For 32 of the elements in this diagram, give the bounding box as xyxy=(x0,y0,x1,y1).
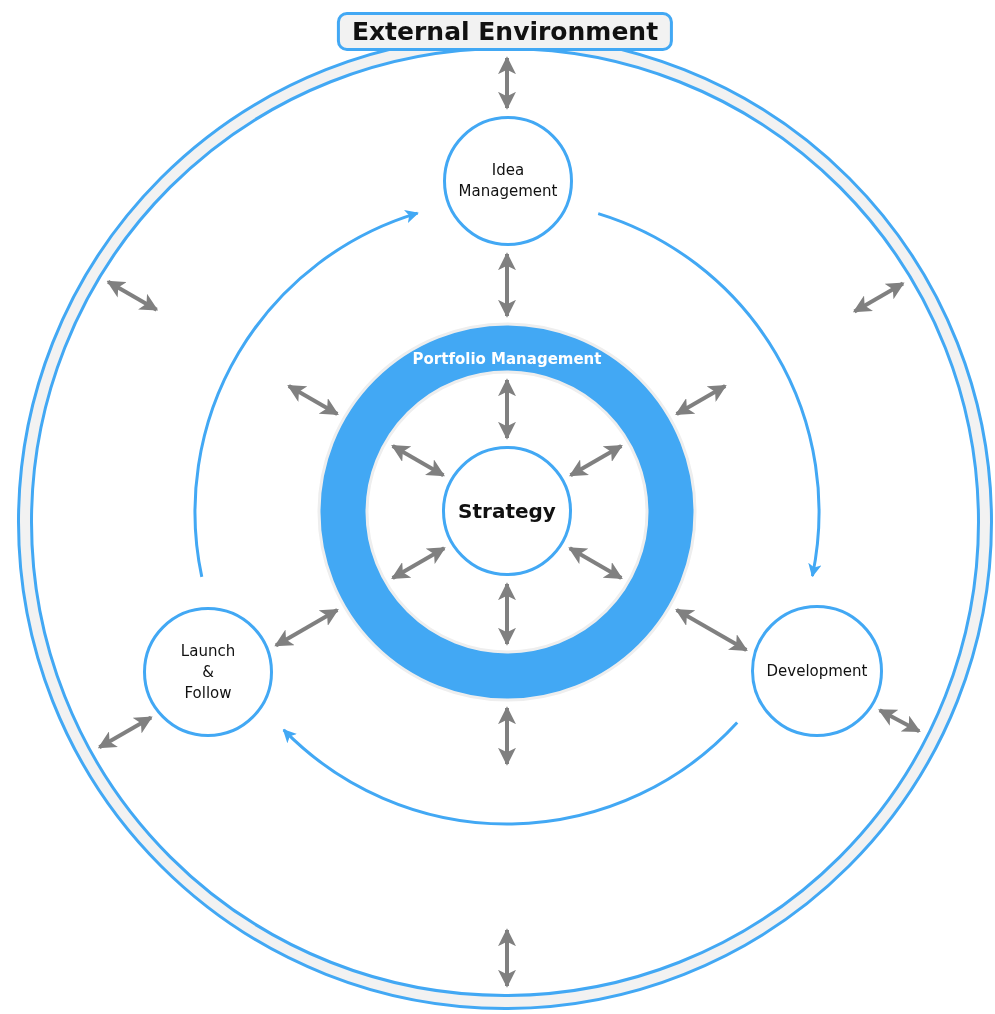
double-arrow xyxy=(498,706,516,766)
curved-arrow xyxy=(193,210,419,578)
ring-label: Portfolio Management xyxy=(412,350,602,368)
node-label: Idea Management xyxy=(457,160,559,202)
double-arrow xyxy=(498,928,516,988)
portfolio-ring xyxy=(319,324,695,700)
double-arrow xyxy=(498,252,516,318)
double-arrow xyxy=(569,444,623,478)
double-arrow xyxy=(106,279,159,312)
process-circle xyxy=(443,116,573,246)
curved-arrow xyxy=(597,212,821,578)
double-arrow xyxy=(675,608,748,652)
double-arrow xyxy=(878,708,921,733)
double-arrow xyxy=(568,546,623,580)
process-circle xyxy=(751,605,883,737)
process-circle xyxy=(143,607,273,737)
double-arrow xyxy=(675,384,727,416)
double-arrow xyxy=(97,715,153,750)
double-arrow xyxy=(852,281,905,314)
double-arrow xyxy=(287,384,339,416)
double-arrow xyxy=(498,378,516,440)
node-label: Launch & Follow xyxy=(179,640,237,704)
process-circle xyxy=(442,446,572,576)
ring-title-tab: External Environment xyxy=(336,12,674,51)
curved-arrow xyxy=(282,721,739,826)
double-arrow xyxy=(391,444,445,478)
double-arrow xyxy=(498,56,516,110)
double-arrow xyxy=(498,582,516,646)
node-label: Strategy xyxy=(457,498,557,525)
double-arrow xyxy=(391,546,446,580)
node-label: Development xyxy=(765,660,869,682)
double-arrow xyxy=(274,608,339,648)
